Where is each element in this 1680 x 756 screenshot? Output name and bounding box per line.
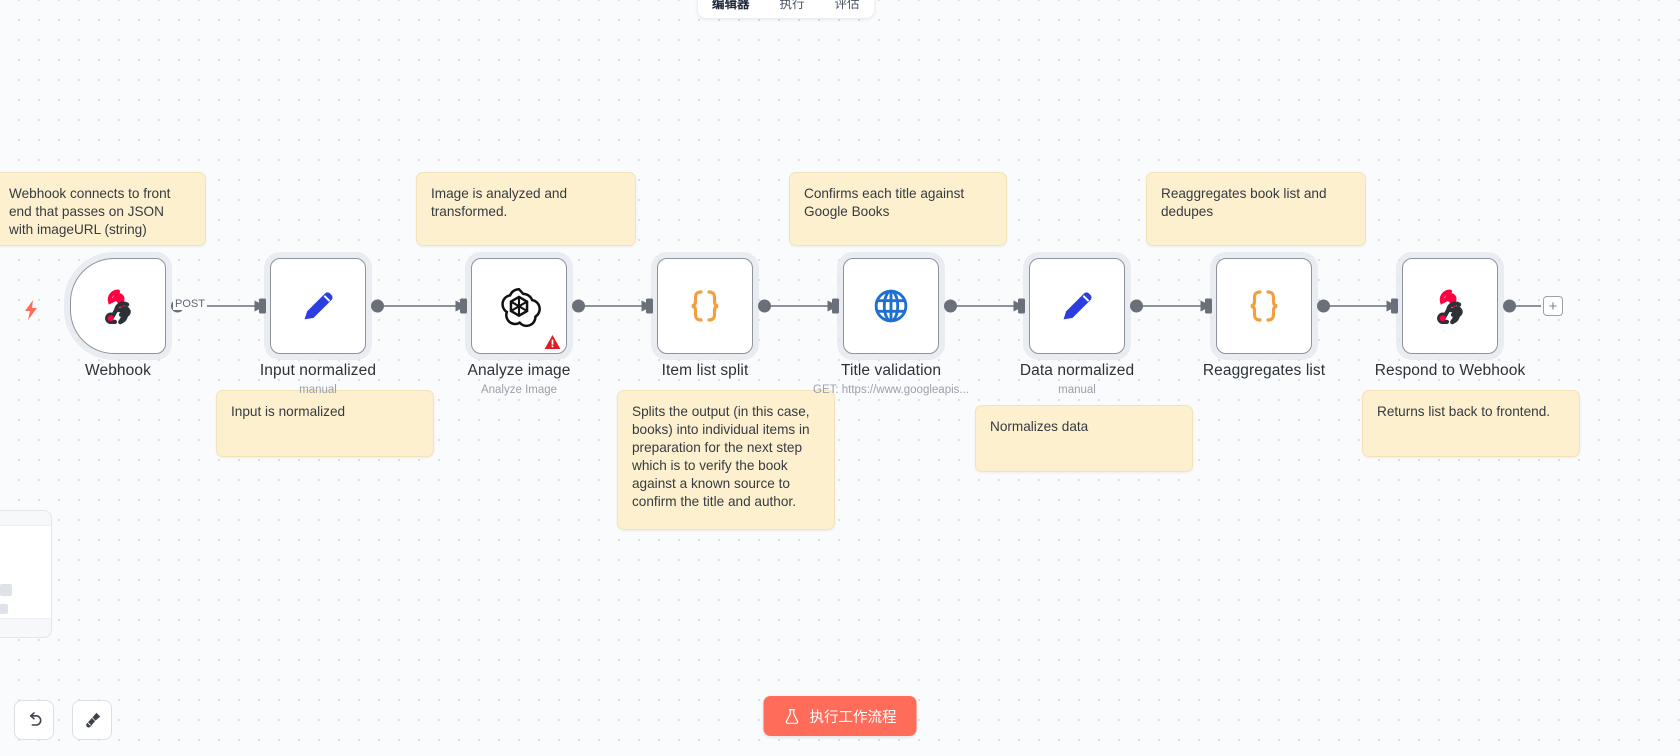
- openai-icon: [501, 287, 541, 328]
- warning-triangle-icon[interactable]: [544, 334, 561, 350]
- input-port[interactable]: [253, 298, 267, 315]
- input-port[interactable]: [454, 298, 468, 315]
- output-port[interactable]: [371, 299, 384, 313]
- trigger-bolt-icon: [25, 300, 37, 320]
- sticky-note-validate[interactable]: Confirms each title against Google Books: [789, 172, 1007, 246]
- sticky-note-reaggregate[interactable]: Reaggregates book list and dedupes: [1146, 172, 1366, 246]
- node-sublabel: manual: [299, 384, 337, 396]
- output-port[interactable]: [1503, 299, 1516, 313]
- input-port[interactable]: [1385, 298, 1399, 315]
- tab-editor[interactable]: 编辑器: [712, 0, 750, 11]
- node-box[interactable]: [1402, 258, 1498, 354]
- node-sublabel: manual: [1058, 384, 1096, 396]
- node-label: Input normalized: [259, 362, 377, 379]
- code-braces-icon: [691, 290, 719, 322]
- minimap-node: [0, 584, 12, 596]
- node-respond-to-webhook[interactable]: Respond to Webhook: [1375, 258, 1525, 379]
- node-box[interactable]: [657, 258, 753, 354]
- node-box[interactable]: [843, 258, 939, 354]
- code-braces-icon: [1250, 290, 1278, 322]
- node-label: Item list split: [661, 362, 749, 379]
- node-analyze-image[interactable]: Analyze image Analyze Image: [460, 258, 585, 396]
- tidy-workflow-button[interactable]: [72, 700, 112, 740]
- input-port[interactable]: [1199, 298, 1213, 315]
- node-label: Respond to Webhook: [1374, 362, 1526, 379]
- output-port[interactable]: [944, 299, 957, 313]
- edit-pencil-icon: [1063, 292, 1092, 320]
- sticky-note-webhook[interactable]: Webhook connects to front end that passe…: [0, 172, 206, 246]
- tab-executions[interactable]: 执行: [779, 0, 805, 11]
- execute-workflow-label: 执行工作流程: [809, 709, 897, 726]
- node-webhook[interactable]: Webhook: [25, 258, 184, 379]
- node-label: Title validation: [840, 362, 942, 379]
- sticky-note-analyze[interactable]: Image is analyzed and transformed.: [416, 172, 636, 246]
- add-node-button[interactable]: +: [1543, 296, 1563, 316]
- canvas-minimap[interactable]: [0, 510, 52, 638]
- node-input-normalized[interactable]: Input normalized manual: [259, 258, 384, 396]
- flask-icon: [785, 708, 799, 724]
- canvas-controls: [14, 700, 112, 740]
- node-label: Webhook: [85, 362, 151, 379]
- node-box[interactable]: [270, 258, 366, 354]
- node-box[interactable]: [1216, 258, 1312, 354]
- input-port[interactable]: [640, 298, 654, 315]
- node-label: Reaggregates list: [1202, 362, 1326, 379]
- tab-evaluations[interactable]: 评估: [834, 0, 860, 11]
- webhook-icon: [105, 289, 131, 325]
- edit-pencil-icon: [304, 292, 333, 320]
- globe-icon: [874, 289, 908, 323]
- node-item-list-split[interactable]: Item list split: [646, 258, 771, 379]
- minimap-viewport: [0, 525, 51, 619]
- node-data-normalized[interactable]: Data normalized manual: [1018, 258, 1143, 396]
- webhook-icon: [1437, 289, 1463, 325]
- node-title-validation[interactable]: Title validation GET: https://www.google…: [813, 258, 969, 396]
- node-box[interactable]: [1029, 258, 1125, 354]
- output-port[interactable]: [1130, 299, 1143, 313]
- undo-arrow-icon: [29, 712, 42, 726]
- sticky-note-input[interactable]: Input is normalized: [216, 390, 434, 457]
- execute-workflow-button[interactable]: 执行工作流程: [763, 696, 917, 736]
- node-reaggregates-list[interactable]: Reaggregates list: [1203, 258, 1330, 379]
- node-box[interactable]: [70, 258, 166, 354]
- output-port[interactable]: [1317, 299, 1330, 313]
- minimap-node: [0, 604, 8, 614]
- node-sublabel: GET: https://www.googleapis...: [813, 384, 969, 396]
- node-label: Analyze image: [467, 362, 571, 379]
- edge-label-post: POST: [173, 298, 207, 310]
- node-label: Data normalized: [1019, 362, 1135, 379]
- input-port[interactable]: [1012, 298, 1026, 315]
- output-port[interactable]: [758, 299, 771, 313]
- sticky-note-respond[interactable]: Returns list back to frontend.: [1362, 390, 1580, 457]
- sticky-note-datanorm[interactable]: Normalizes data: [975, 405, 1193, 472]
- broom-icon: [85, 712, 100, 728]
- node-sublabel: Analyze Image: [480, 384, 558, 396]
- undo-button[interactable]: [14, 700, 54, 740]
- output-port[interactable]: [572, 299, 585, 313]
- input-port[interactable]: [826, 298, 840, 315]
- workflow-tab-strip: 编辑器 执行 评估: [698, 0, 874, 18]
- sticky-note-split[interactable]: Splits the output (in this case, books) …: [617, 390, 835, 530]
